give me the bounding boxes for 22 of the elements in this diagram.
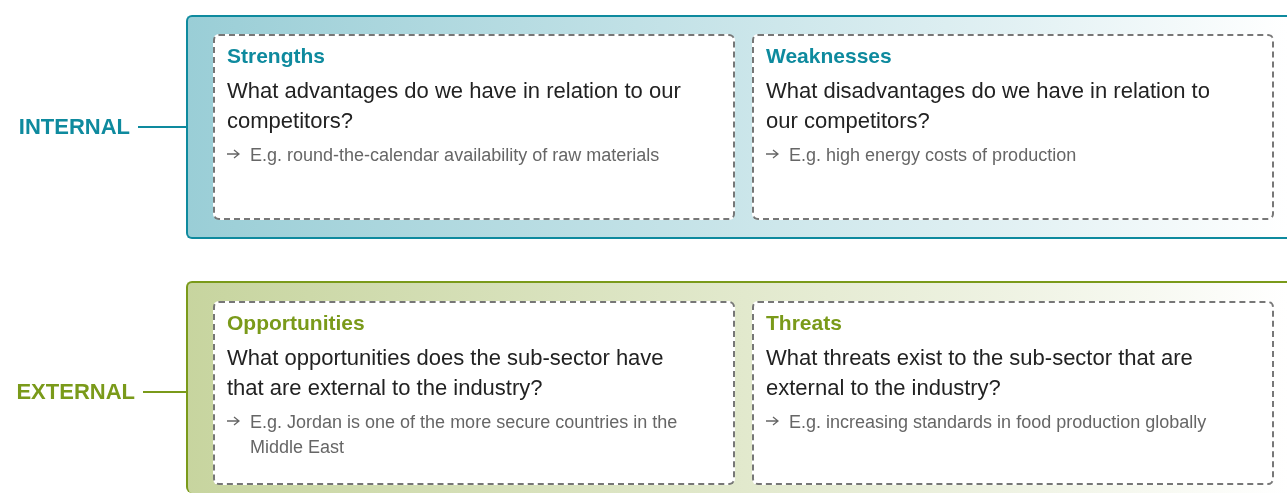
example-text: E.g. increasing standards in food production globally — [789, 411, 1207, 435]
example-text: E.g. Jordan is one of the more secure countries in the Middle East — [250, 411, 679, 459]
example-text: E.g. round-the-calendar availability of raw materials — [250, 144, 660, 168]
band-panel — [186, 15, 1287, 239]
connector-line — [137, 126, 187, 128]
band-panel — [186, 281, 1287, 493]
question-text: What opportunities does the sub-sector have that are external to the industry? — [227, 344, 665, 402]
question-text: What disadvantages do we have in relation to our competitors? — [766, 77, 1211, 135]
category-label: INTERNAL — [18, 114, 130, 140]
card-heading: Weaknesses — [766, 44, 892, 68]
category-label: EXTERNAL — [16, 379, 135, 405]
swot-card — [752, 34, 1274, 220]
connector-line — [142, 391, 187, 393]
example-text: E.g. high energy costs of production — [789, 144, 1077, 168]
swot-card — [752, 301, 1274, 485]
card-heading: Threats — [766, 311, 842, 335]
card-heading: Opportunities — [227, 311, 365, 335]
question-text: What threats exist to the sub-sector that are external to the industry? — [766, 344, 1194, 402]
swot-card — [213, 301, 735, 485]
swot-card — [213, 34, 735, 220]
card-heading: Strengths — [227, 44, 325, 68]
question-text: What advantages do we have in relation to our competitors? — [227, 77, 682, 135]
